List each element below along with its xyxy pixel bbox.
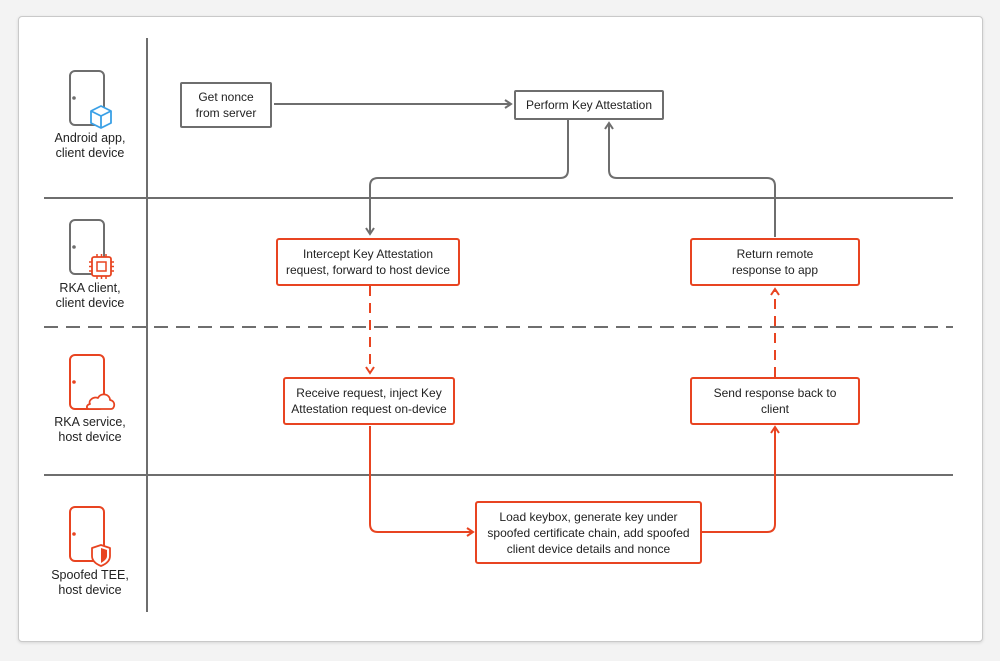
arrow-attestation-to-intercept [365,120,569,236]
return-remote-box: Return remote response to app [690,238,860,286]
spoofed-tee-phone-icon [69,506,105,562]
intercept-box: Intercept Key Attestation request, forwa… [276,238,460,286]
lane-label-spoofed-tee: Spoofed TEE, host device [51,568,129,597]
arrow-return-to-attestation [604,121,776,237]
chip-icon [89,254,114,279]
receive-request-box: Receive request, inject Key Attestation … [283,377,455,425]
lane-label-android-app: Android app, client device [54,131,126,160]
load-keybox-box: Load keybox, generate key under spoofed … [475,501,702,564]
cloud-icon [85,393,116,410]
get-nonce-box: Get nonce from server [180,82,272,128]
rka-client-phone-icon [69,219,105,275]
perform-attestation-box: Perform Key Attestation [514,90,664,120]
arrow-keybox-to-send [702,425,780,533]
arrow-receive-to-keybox [369,426,475,537]
lane-label-rka-client: RKA client, client device [55,281,125,310]
shield-icon [91,544,111,567]
android-phone-icon [69,70,105,126]
lane-label-rka-service: RKA service, host device [54,415,126,444]
send-back-box: Send response back to client [690,377,860,425]
cube-icon [90,105,112,129]
